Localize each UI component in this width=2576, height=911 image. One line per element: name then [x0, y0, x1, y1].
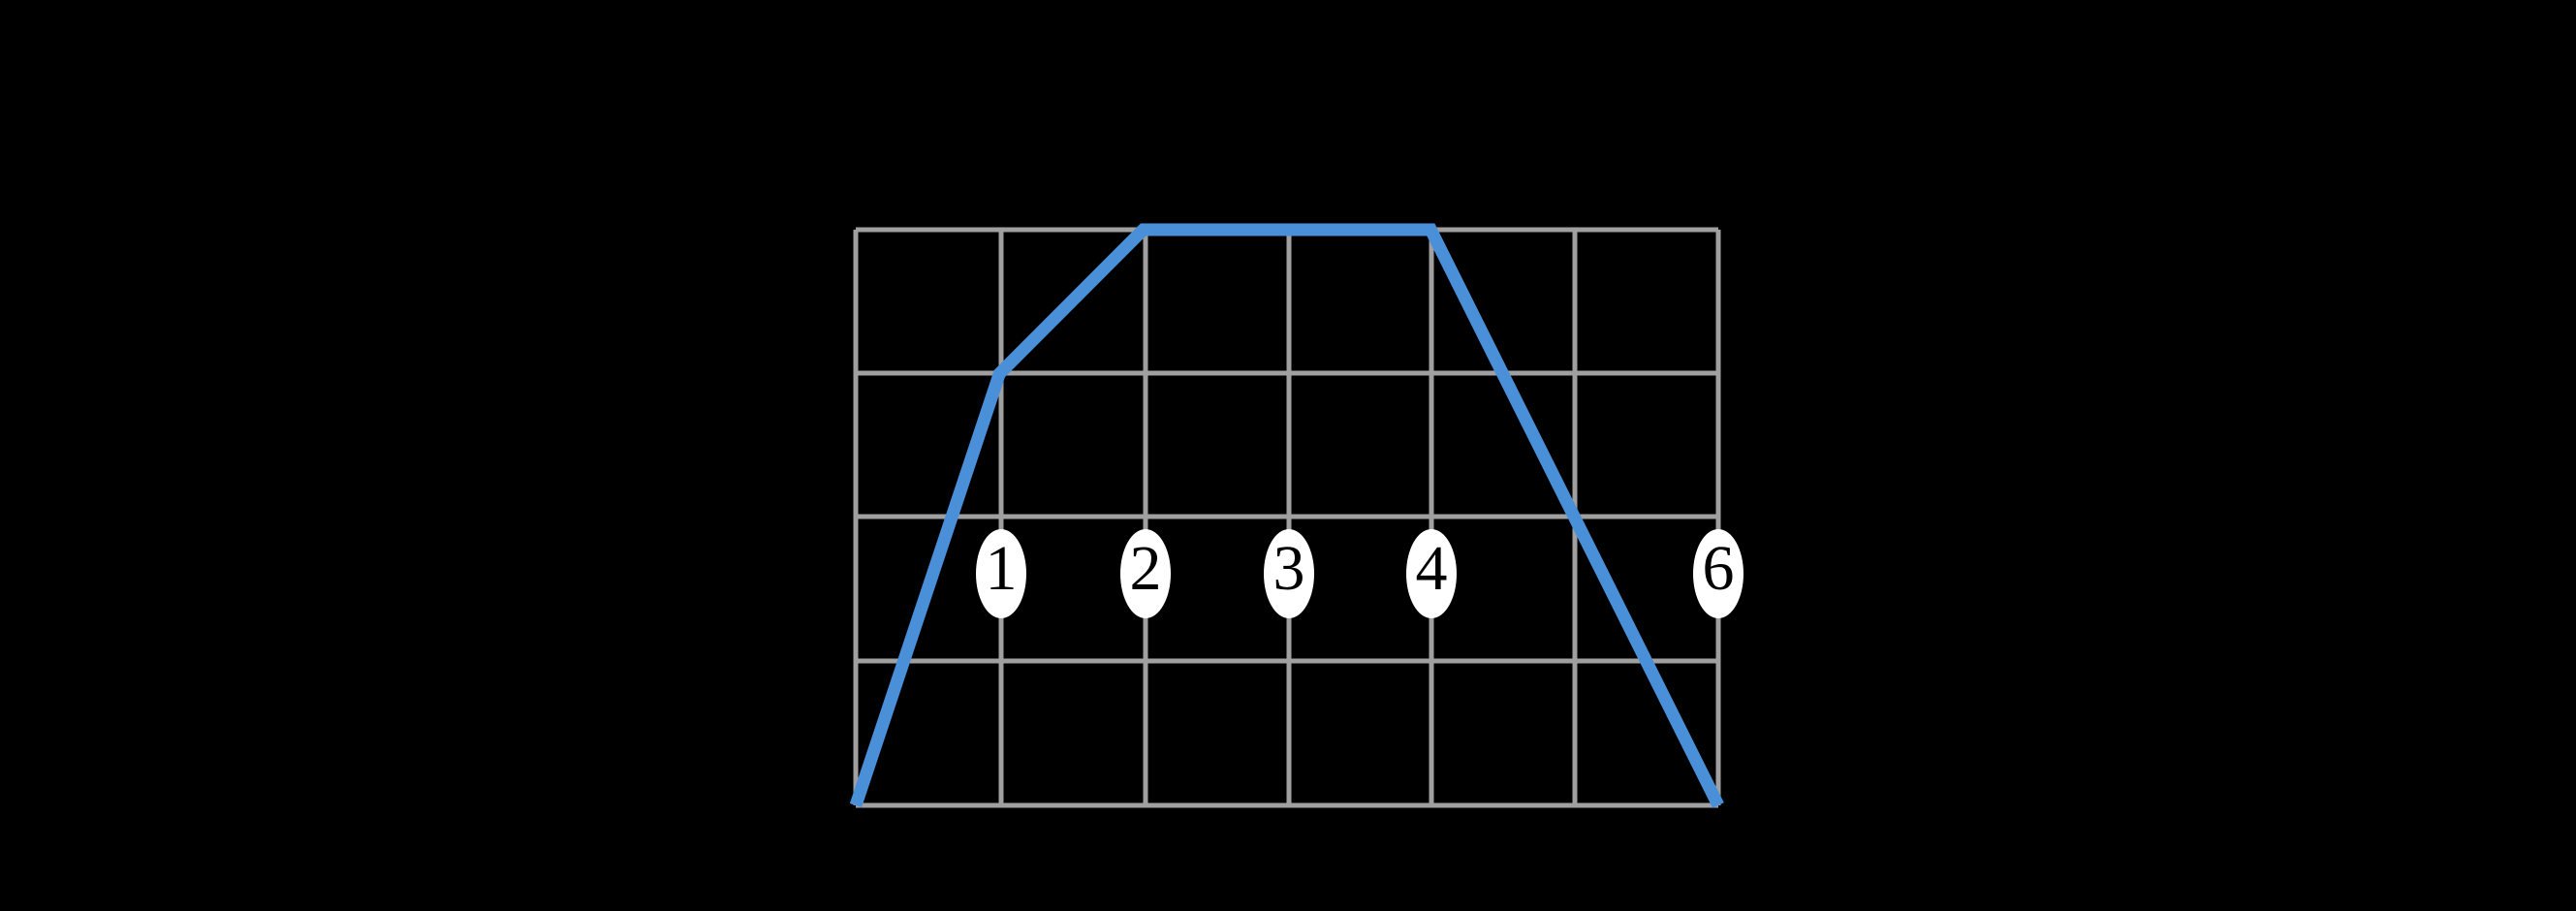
x-tick-label-2: 2 [1120, 529, 1171, 618]
grid-lines [853, 227, 1721, 808]
x-tick-label-4: 4 [1406, 529, 1457, 618]
x-tick-label-1: 1 [976, 529, 1026, 618]
x-tick-label-3: 3 [1264, 529, 1314, 618]
x-tick-label-6: 6 [1693, 529, 1744, 618]
data-series-group [849, 223, 1724, 808]
data-line-0 [849, 223, 1724, 808]
